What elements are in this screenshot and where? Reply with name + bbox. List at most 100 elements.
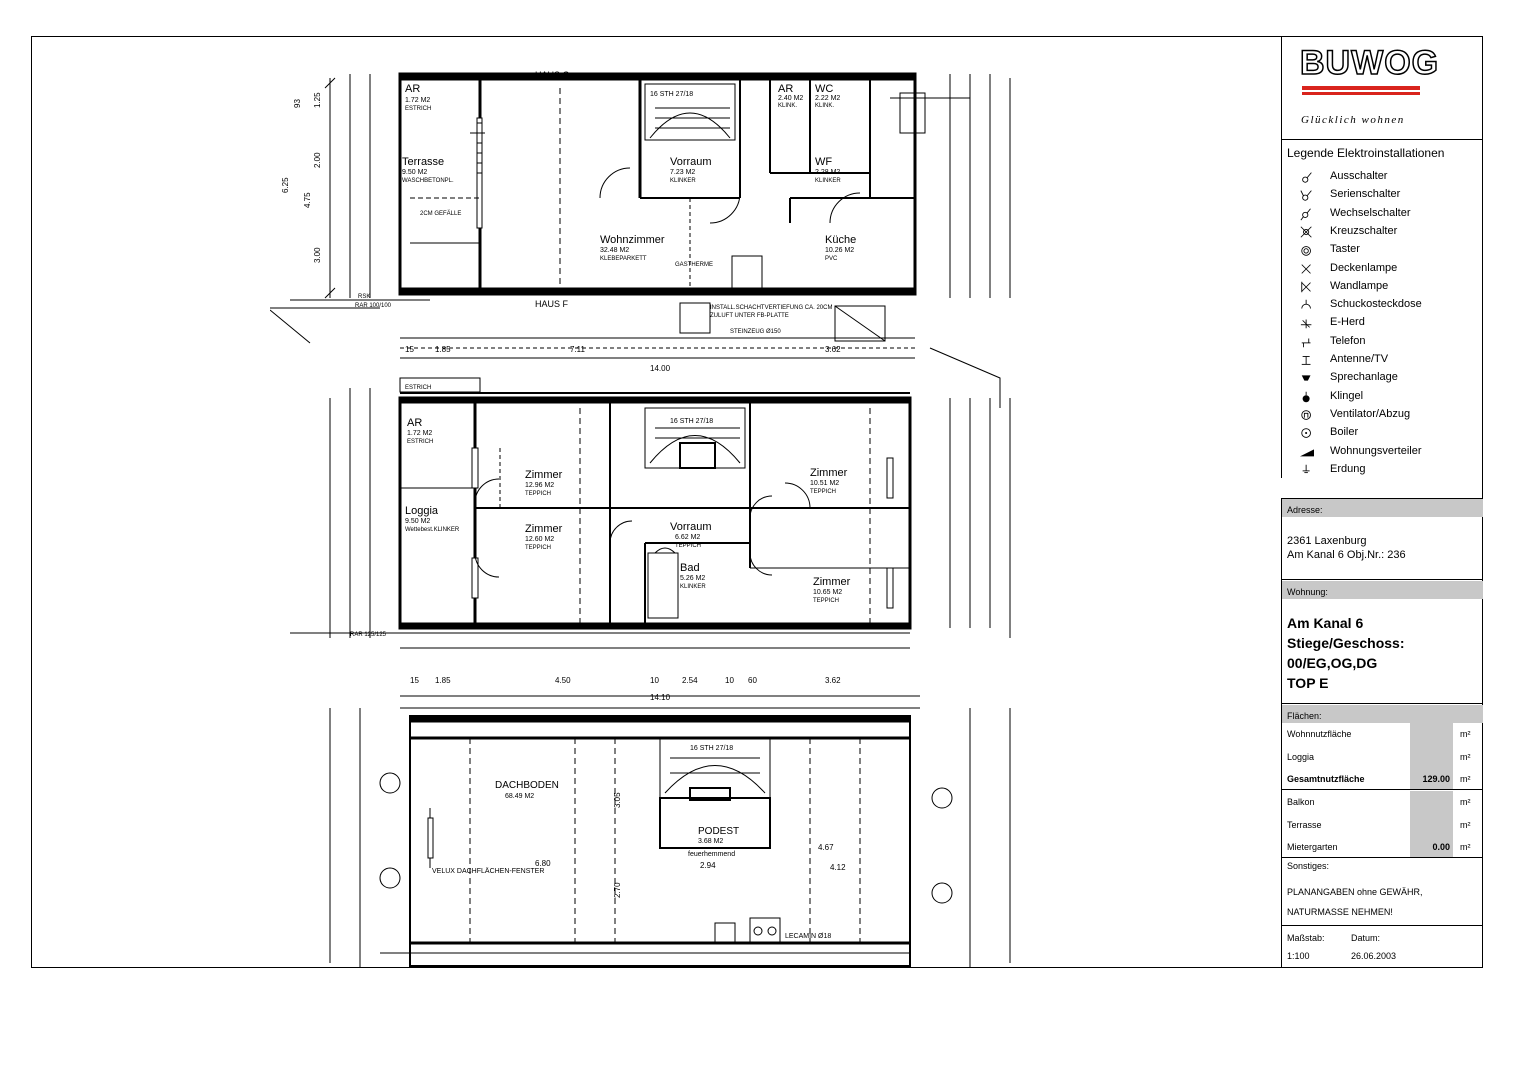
og-dim-3: 4.50	[555, 676, 571, 685]
series-switch-icon	[1300, 190, 1312, 201]
areas-label: Flächen:	[1287, 711, 1322, 721]
phone-icon	[1301, 338, 1311, 347]
eg-room-ar-area: 1.72 M2	[405, 97, 430, 104]
address-line2: Am Kanal 6 Obj.Nr.: 236	[1287, 549, 1406, 561]
og-dim-1: 15	[410, 676, 419, 685]
dg-velux-label: VELUX DACHFLÄCHEN-FENSTER	[432, 867, 544, 875]
distribution-board-icon	[1300, 448, 1314, 456]
area-row-name: Gesamtnutzfläche	[1287, 774, 1365, 784]
legend-item-label: Wohnungsverteiler	[1330, 444, 1422, 457]
area-row-name: Balkon	[1287, 797, 1315, 807]
eg-install-label: INSTALL.SCHACHTVERTIEFUNG CA. 20CM	[710, 305, 832, 311]
apartment-header: Wohnung:	[1282, 581, 1483, 599]
eg-room-ar2-name: AR	[778, 83, 793, 95]
stove-icon	[1300, 319, 1312, 329]
logo-slogan: Glücklich wohnen	[1301, 114, 1405, 126]
area-row-value: 129.00	[1422, 774, 1450, 784]
legend-item-label: Erdung	[1330, 462, 1366, 475]
dg-lecamin-label: LECAMIN Ø18	[785, 933, 831, 940]
dg-dim-2: 3.05	[613, 792, 622, 808]
eg-room-vorraum-floor: KLINKER	[670, 178, 696, 184]
legend-item: Wandlampe	[1282, 279, 1482, 297]
legend-item-label: Wandlampe	[1330, 279, 1389, 292]
intercom-icon	[1301, 375, 1311, 381]
buwog-logo: BUWOG	[1299, 43, 1440, 83]
legend-item-label: Sprechanlage	[1330, 371, 1398, 384]
two-way-switch-icon	[1300, 208, 1311, 220]
logo-red-line	[1302, 86, 1420, 90]
eg-room-ar-floor: ESTRICH	[405, 106, 431, 112]
og-room-vorraum-area: 6.62 M2	[675, 534, 700, 541]
areas-header: Flächen:	[1282, 705, 1483, 723]
dg-room-dachboden-name: DACHBODEN	[495, 780, 559, 791]
area-row-unit: m²	[1460, 752, 1471, 762]
socket-icon	[1301, 299, 1311, 309]
area-row-unit: m²	[1460, 729, 1471, 739]
push-button-icon	[1301, 246, 1311, 256]
legend-item: Erdung	[1282, 462, 1482, 480]
legend-item-label: Klingel	[1330, 389, 1364, 402]
legend-item: Klingel	[1282, 389, 1482, 407]
eg-dim-3: 7.11	[570, 345, 586, 354]
dg-room-podest-name: PODEST	[698, 826, 739, 837]
legend-item-label: Serienschalter	[1330, 188, 1401, 201]
og-room-vorraum-name: Vorraum	[670, 521, 712, 533]
og-room-ar-area: 1.72 M2	[407, 430, 432, 437]
legend-item: Sprechanlage	[1282, 370, 1482, 388]
boiler-icon	[1301, 428, 1311, 438]
og-room-loggia-name: Loggia	[405, 505, 439, 517]
eg-dim-4: 3.62	[825, 345, 841, 354]
dg-dim-3: 2.70	[613, 882, 622, 898]
eg-room-wc-area: 2.22 M2	[815, 95, 840, 102]
dg-room-podest-area: 3.68 M2	[698, 838, 723, 845]
dg-plan	[359, 695, 971, 968]
scale-label: Maßstab:	[1287, 933, 1325, 943]
title-block: BUWOG Glücklich wohnen Legende Elektroin…	[1281, 36, 1483, 968]
eg-gefaelle-label: 2CM GEFÄLLE	[420, 210, 461, 217]
eg-gastherme-label: GASTHERME	[675, 262, 713, 268]
legend-item: Serienschalter	[1282, 187, 1482, 205]
eg-dim-total: 14.00	[650, 364, 671, 373]
ground-icon	[1302, 464, 1310, 473]
area-row-unit: m²	[1460, 774, 1471, 784]
dg-room-dachboden-area: 68.49 M2	[505, 793, 534, 800]
og-room-zimmer1-floor: TEPPICH	[525, 491, 551, 497]
og-room-vorraum-floor: TEPPICH	[675, 543, 701, 549]
og-room-zimmer4-floor: TEPPICH	[813, 598, 839, 604]
info-block: Adresse: 2361 Laxenburg Am Kanal 6 Obj.N…	[1281, 498, 1483, 968]
area-row-unit: m²	[1460, 820, 1471, 830]
legend: Legende Elektroinstallationen Ausschalte…	[1281, 140, 1483, 478]
area-row-unit: m²	[1460, 842, 1471, 852]
og-room-zimmer3-name: Zimmer	[525, 523, 563, 535]
apartment-line2: Stiege/Geschoss:	[1287, 635, 1405, 651]
og-dim-total: 14.10	[650, 693, 671, 702]
og-estrich-top-label: ESTRICH	[405, 385, 431, 391]
logo-area: BUWOG Glücklich wohnen	[1281, 36, 1483, 140]
eg-stairs-label: 16 STH 27/18	[650, 91, 693, 98]
legend-item: Kreuzschalter	[1282, 224, 1482, 242]
og-dim-2: 1.85	[435, 676, 451, 685]
legend-item: Wechselschalter	[1282, 206, 1482, 224]
legend-item: Wohnungsverteiler	[1282, 444, 1482, 462]
address-line1: 2361 Laxenburg	[1287, 535, 1367, 547]
og-lecamin-label: LECAMIN Ø18	[760, 624, 800, 630]
dg-dim-1: 6.80	[535, 859, 551, 868]
date-label: Datum:	[1351, 933, 1381, 943]
dg-stairs-label: 16 STH 27/18	[690, 745, 733, 752]
eg-room-wf-name: WF	[815, 156, 832, 168]
eg-dim-left-6: 93	[293, 99, 302, 108]
legend-item-label: Ausschalter	[1330, 170, 1388, 182]
logo-red-line-2	[1302, 92, 1420, 95]
og-room-zimmer4-area: 10.65 M2	[813, 589, 842, 596]
fan-icon	[1301, 410, 1311, 420]
area-row-name: Loggia	[1287, 752, 1315, 762]
eg-haus-g-label: HAUS G	[535, 70, 570, 80]
eg-room-ar2-area: 2.40 M2	[778, 95, 803, 102]
eg-room-wf-floor: KLINKER	[815, 178, 841, 184]
address-header: Adresse:	[1282, 499, 1483, 517]
cross-switch-icon	[1300, 226, 1312, 238]
switch-icon	[1302, 172, 1312, 183]
eg-dim-2: 1.85	[435, 345, 451, 354]
eg-room-wc-name: WC	[815, 83, 833, 95]
og-room-bad-area: 5.26 M2	[680, 575, 705, 582]
